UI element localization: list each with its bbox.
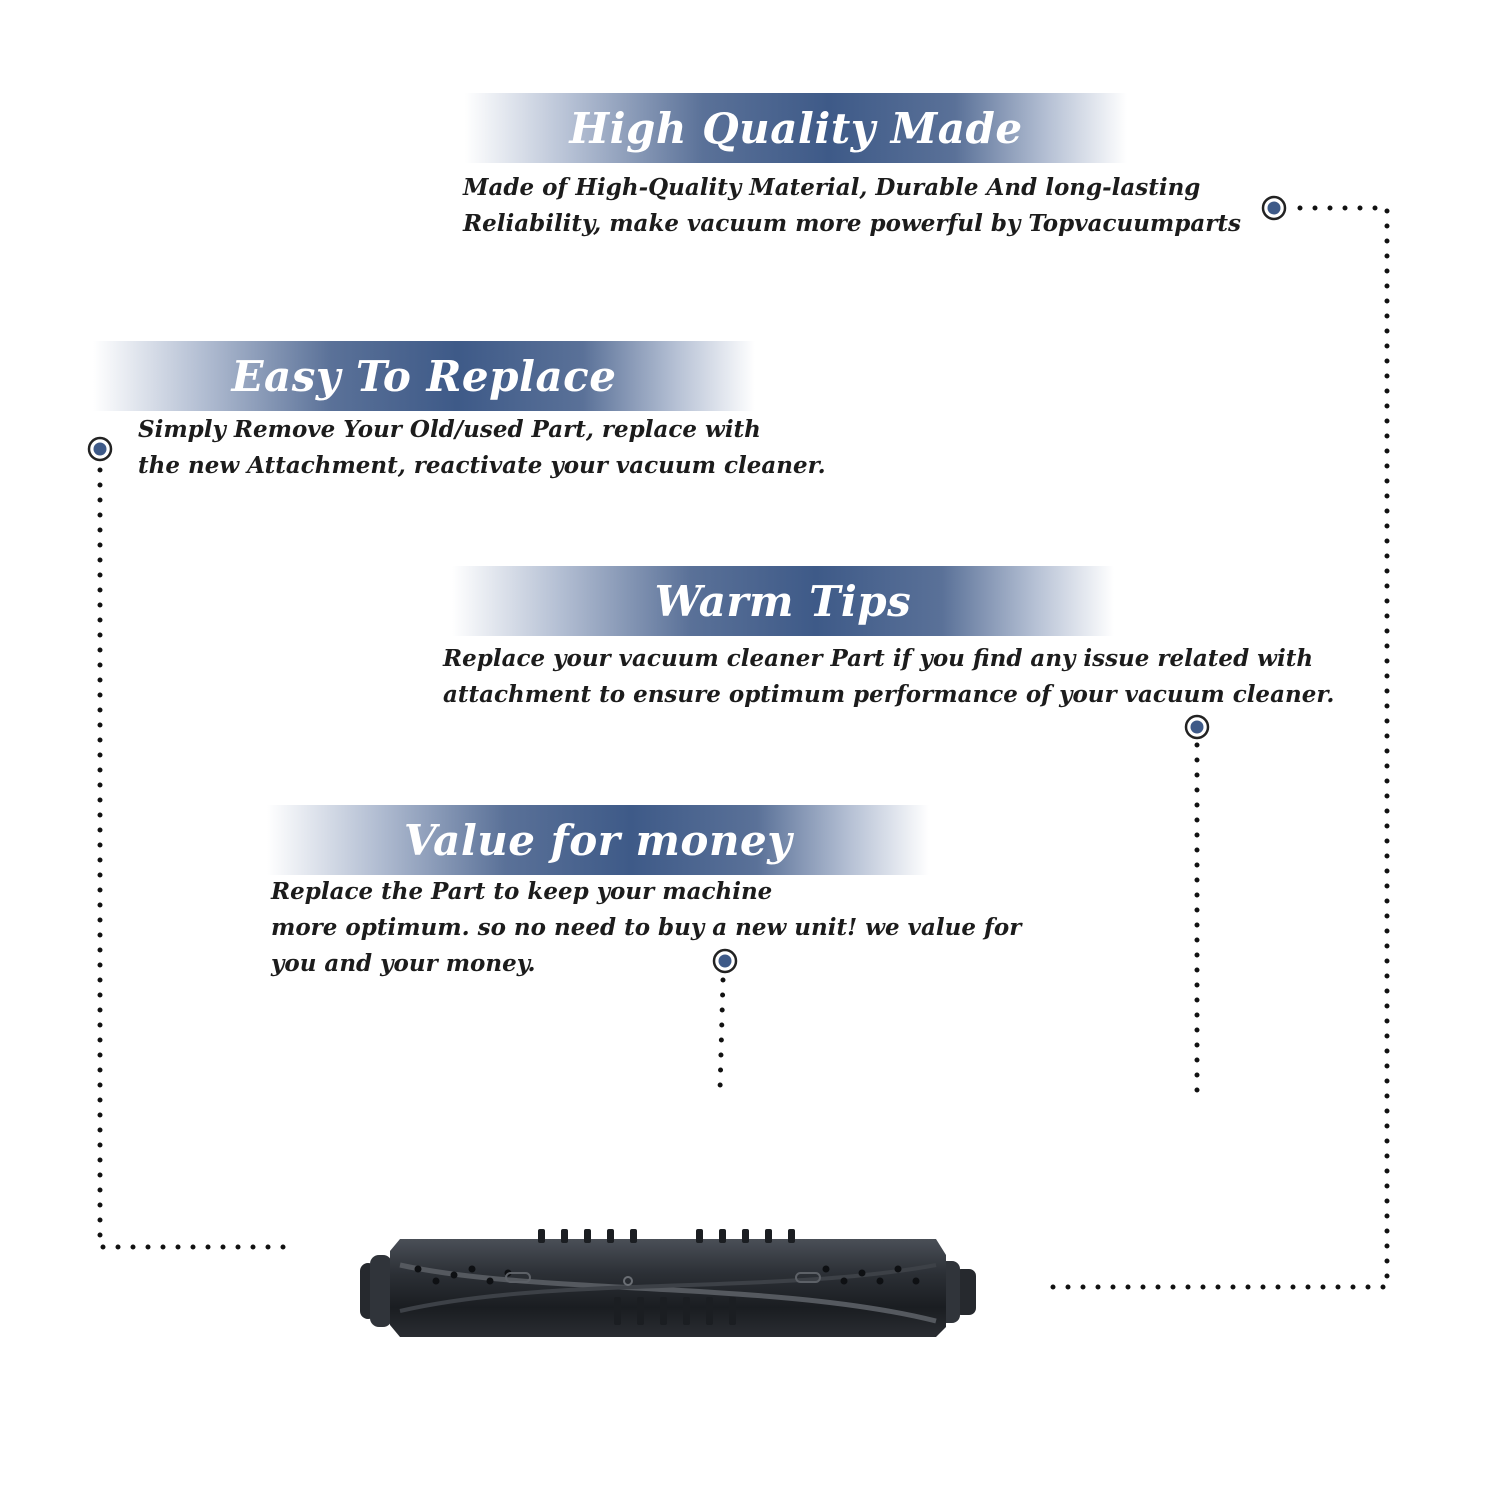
connector-high-quality [1037,205,1390,1290]
banner-value-money: Value for money [267,805,929,875]
text-line: attachment to ensure optimum performance… [443,681,1335,708]
section-title-warm-tips: Warm Tips [654,576,912,626]
banner-easy-replace: Easy To Replace [93,341,755,411]
section-title-easy-replace: Easy To Replace [231,351,617,401]
section-text-value-money: Replace the Part to keep your machine mo… [271,874,1021,982]
text-line: Made of High-Quality Material, Durable A… [463,174,1201,201]
target-dot-icon [1184,714,1210,740]
section-text-high-quality: Made of High-Quality Material, Durable A… [463,170,1241,242]
target-dot-icon [712,948,738,974]
section-text-warm-tips: Replace your vacuum cleaner Part if you … [443,641,1334,713]
brush-roller-image [360,1229,976,1337]
text-line: Replace your vacuum cleaner Part if you … [443,645,1314,672]
text-line: Replace the Part to keep your machine [271,878,773,905]
section-text-easy-replace: Simply Remove Your Old/used Part, replac… [138,412,826,484]
connector-value-money [717,977,726,1093]
text-line: Reliability, make vacuum more powerful b… [463,210,1241,237]
banner-warm-tips: Warm Tips [452,566,1114,636]
section-title-high-quality: High Quality Made [569,103,1023,153]
text-line: more optimum. so no need to buy a new un… [271,914,1022,941]
target-dot-icon [1261,195,1287,221]
text-line: you and your money. [271,950,536,977]
section-title-value-money: Value for money [403,815,793,865]
text-line: Simply Remove Your Old/used Part, replac… [138,416,761,443]
text-line: the new Attachment, reactivate your vacu… [138,452,826,479]
target-dot-icon [87,436,113,462]
banner-high-quality: High Quality Made [465,93,1127,163]
